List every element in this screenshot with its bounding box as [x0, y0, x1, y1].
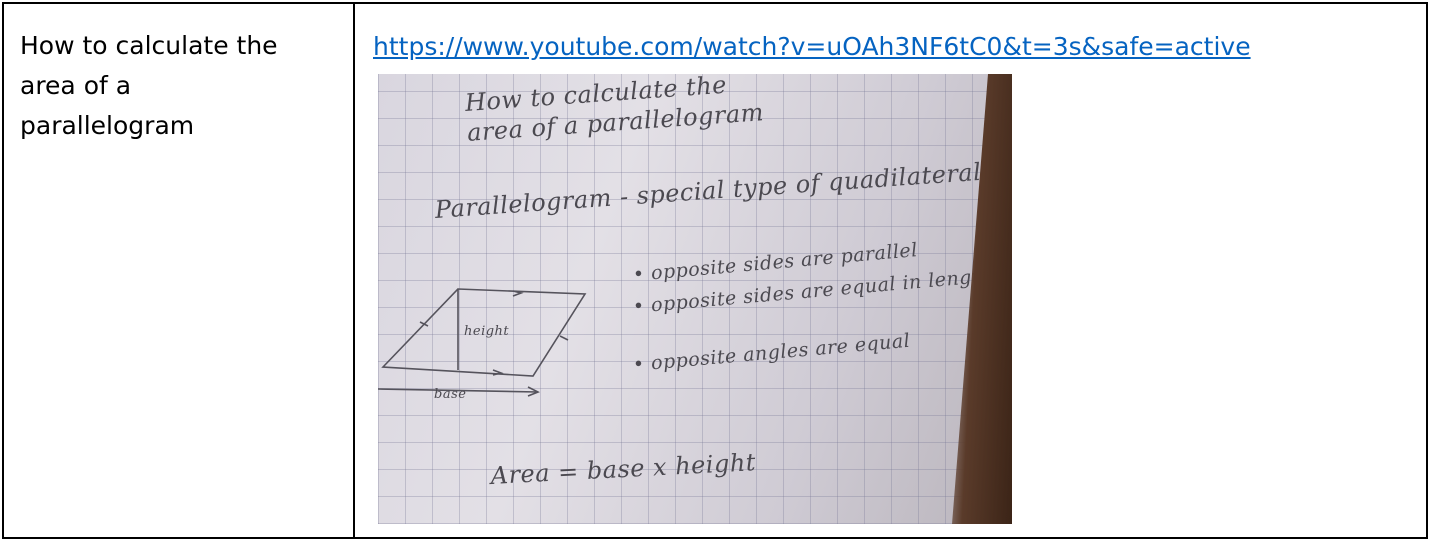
- parallelogram-sketch: [378, 288, 587, 397]
- topic-text: How to calculate the area of a parallelo…: [20, 31, 278, 140]
- height-label: height: [464, 324, 510, 339]
- base-label: base: [434, 387, 467, 402]
- column-divider: [353, 4, 355, 537]
- topic-cell: How to calculate the area of a parallelo…: [4, 4, 353, 537]
- parallelogram-shape: [381, 288, 587, 377]
- notebook-photo: How to calculate the area of a parallelo…: [378, 74, 1012, 524]
- base-arrow: [378, 388, 539, 393]
- video-link[interactable]: https://www.youtube.com/watch?v=uOAh3NF6…: [373, 32, 1251, 61]
- resource-cell: https://www.youtube.com/watch?v=uOAh3NF6…: [355, 4, 1426, 537]
